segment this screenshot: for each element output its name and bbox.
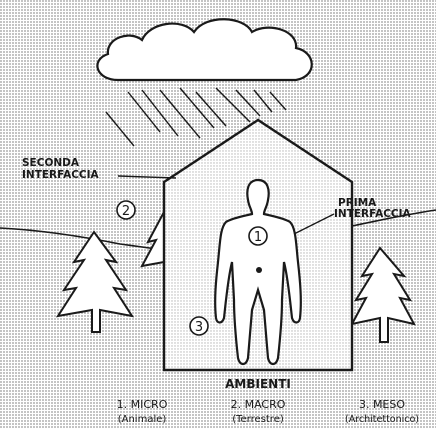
first-interface-label-line1: PRIMA	[338, 197, 377, 209]
meso-label: 3. MESO	[359, 398, 405, 411]
tree-left	[55, 230, 135, 333]
macro-label: 2. MACRO	[231, 398, 286, 411]
zone-3-marker: 3	[189, 316, 209, 336]
ambienti-title: AMBIENTI	[225, 377, 291, 391]
zone-2-number: 2	[122, 204, 130, 219]
hill-line-left	[0, 227, 165, 251]
human-figure	[214, 178, 302, 366]
zone-2-marker: 2	[116, 200, 136, 220]
first-interface-leader	[293, 213, 335, 235]
micro-sub-label: (Animale)	[118, 414, 167, 425]
zone-1-number: 1	[254, 230, 262, 245]
zone-3-number: 3	[195, 320, 203, 335]
hill-line-right	[351, 209, 436, 227]
meso-sub-label: (Architettonico)	[345, 414, 419, 425]
navel-mark	[256, 267, 262, 273]
first-interface-label-line2: INTERFACCIA	[334, 208, 412, 220]
second-interface-label-line1: SECONDA	[22, 157, 80, 169]
zone-1-marker: 1	[248, 226, 268, 246]
tree-right	[350, 246, 416, 343]
macro-sub-label: (Terrestre)	[232, 414, 284, 425]
rain	[105, 87, 287, 147]
second-interface-label-line2: INTERFACCIA	[22, 169, 100, 181]
tree-behind-house	[140, 211, 165, 268]
second-interface-leader	[117, 175, 177, 179]
micro-label: 1. MICRO	[117, 398, 168, 411]
cloud	[96, 18, 313, 82]
